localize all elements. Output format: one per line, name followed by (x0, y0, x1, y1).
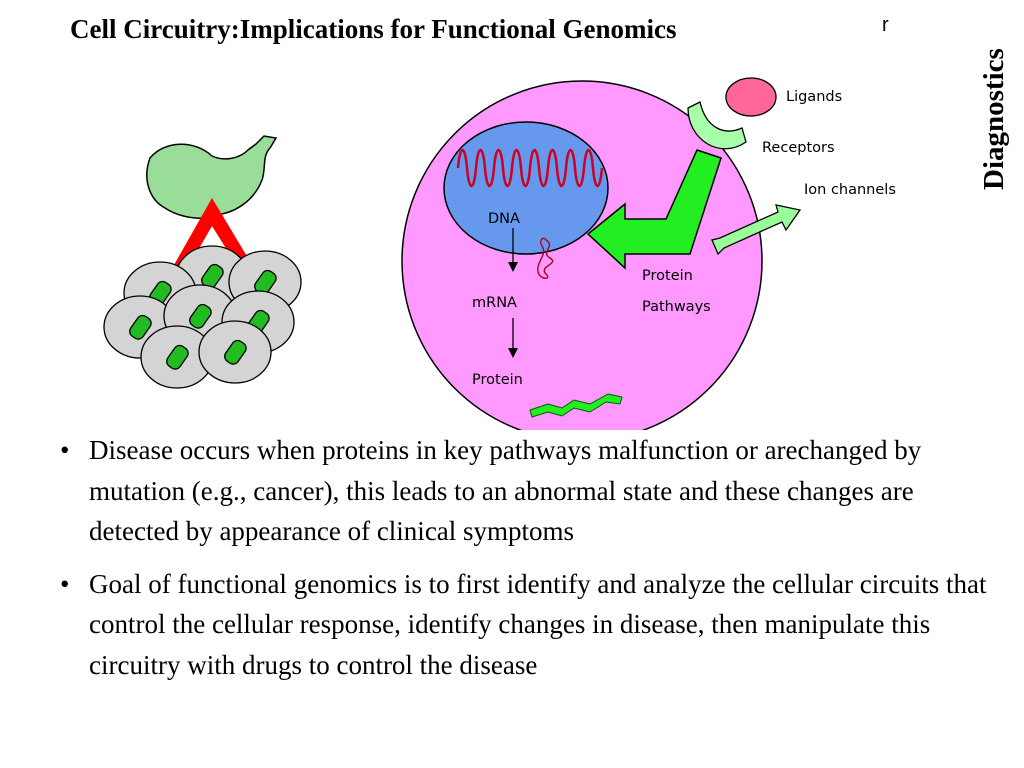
protein-pathways-label-line2: Pathways (642, 299, 711, 315)
bullet-marker: • (60, 568, 70, 599)
bullet-list: • Disease occurs when proteins in key pa… (60, 430, 990, 697)
nucleus (443, 121, 609, 255)
tissue-cells (103, 245, 302, 389)
dna-to-mrna-arrowhead (508, 262, 518, 272)
tissue-illustration (103, 135, 302, 389)
receptor (687, 101, 747, 150)
slide-title: Cell Circuitry:Implications for Function… (70, 14, 677, 44)
cell-circuitry-diagram: DNA mRNA Protein Protein Pathways Ligand… (103, 77, 896, 430)
ligands-label: Ligands (786, 89, 842, 105)
mrna-to-protein-arrowhead (508, 348, 518, 358)
mrna-squiggle (537, 237, 554, 279)
stray-mark: r (882, 14, 889, 36)
dna-strand (456, 148, 604, 188)
bullet-text: Goal of functional genomics is to first … (89, 568, 987, 680)
bullet-marker: • (60, 435, 70, 465)
protein-label: Protein (472, 372, 523, 388)
pathway-arrow (586, 149, 722, 270)
ion-channels-label: Ion channels (804, 182, 896, 198)
bullet-item: • Goal of functional genomics is to firs… (60, 564, 990, 686)
protein-pathways-label-line1: Protein (642, 268, 693, 284)
dna-label: DNA (488, 211, 520, 227)
bullet-text: Disease occurs when proteins in key path… (89, 435, 922, 546)
ion-channel-arrow (711, 204, 802, 256)
organ-shape (146, 135, 278, 220)
receptors-label: Receptors (762, 140, 835, 156)
bullet-item: • Disease occurs when proteins in key pa… (60, 430, 990, 552)
mrna-label: mRNA (472, 295, 517, 311)
ligand (725, 77, 777, 117)
tissue-cell (198, 320, 272, 384)
protein-chain (529, 393, 623, 418)
